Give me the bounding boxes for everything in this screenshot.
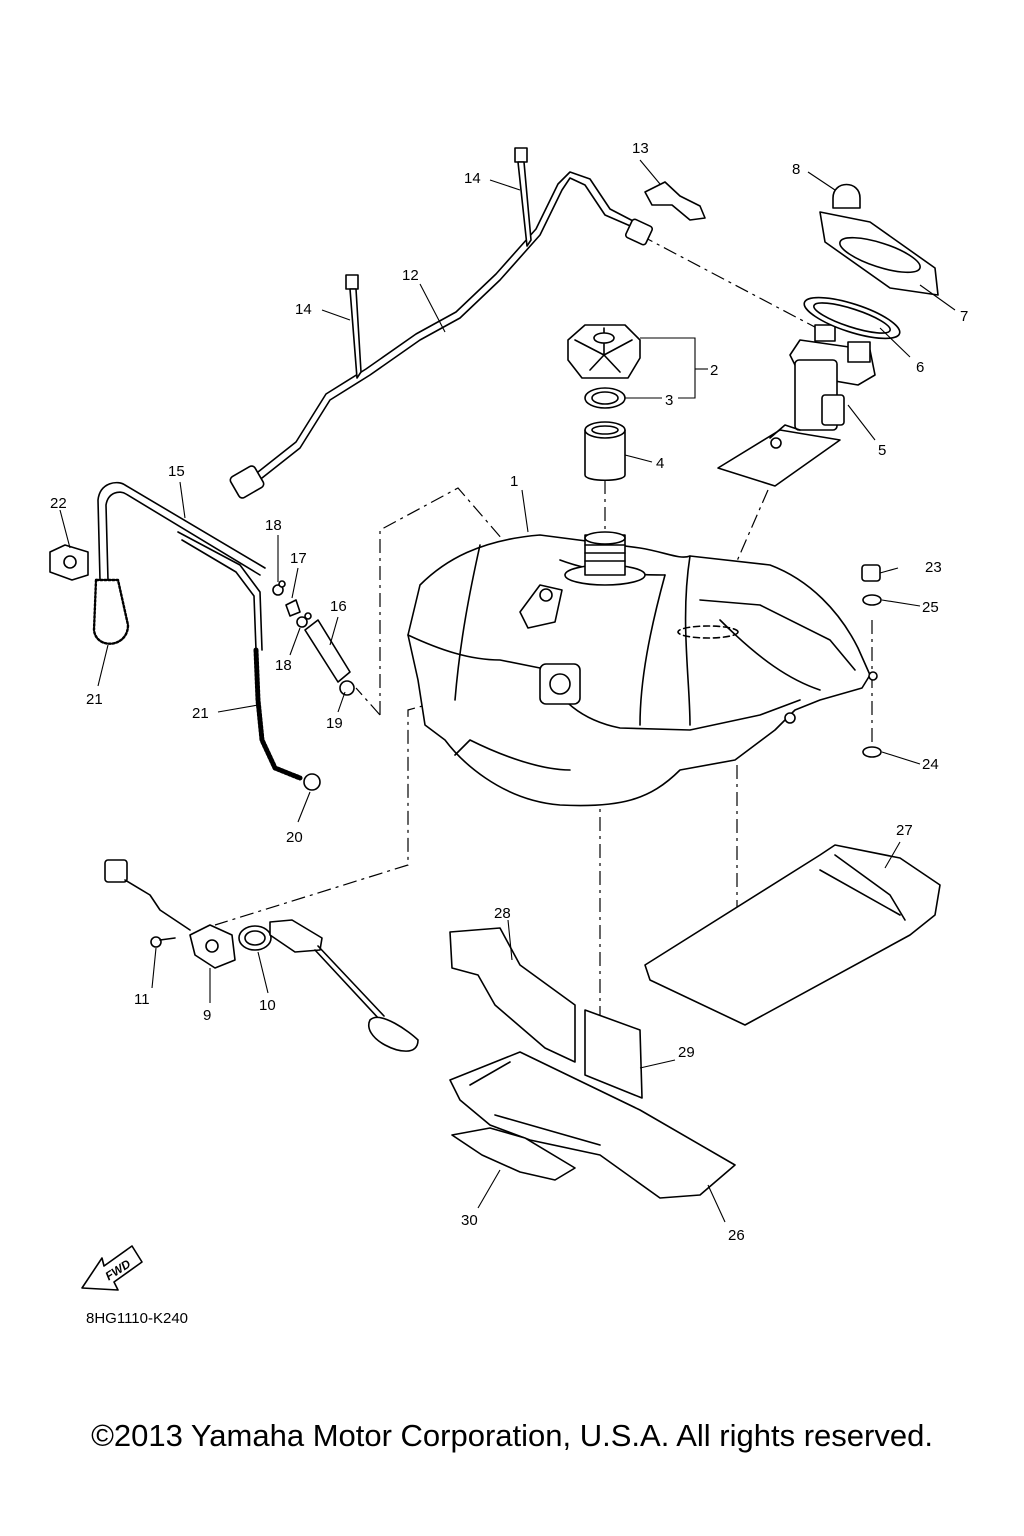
callout-23: 23 bbox=[925, 559, 942, 576]
callout-28: 28 bbox=[494, 905, 511, 922]
clamp-part-20 bbox=[303, 773, 321, 791]
cable-tie-part-14a bbox=[514, 147, 532, 247]
cap-nut-part-8 bbox=[832, 183, 861, 209]
callout-18b: 18 bbox=[275, 657, 292, 674]
callout-17: 17 bbox=[290, 550, 307, 567]
pump-gasket-part-6 bbox=[803, 296, 901, 340]
callout-30: 30 bbox=[461, 1212, 478, 1229]
drawing-code: 8HG1110-K240 bbox=[86, 1310, 189, 1327]
fwd-arrow-icon: FWD bbox=[81, 1245, 143, 1291]
shield-part-29 bbox=[584, 1009, 643, 1099]
callout-25: 25 bbox=[922, 599, 939, 616]
callout-22: 22 bbox=[50, 495, 67, 512]
pump-plate-part-7 bbox=[819, 211, 939, 296]
copyright-notice: ©2013 Yamaha Motor Corporation, U.S.A. A… bbox=[91, 1418, 933, 1453]
callout-7: 7 bbox=[960, 308, 968, 325]
clip-part-18a bbox=[272, 580, 286, 596]
fuel-hose-part-12 bbox=[229, 171, 654, 499]
gasket-part-10 bbox=[238, 925, 272, 951]
fuel-tank-part-1 bbox=[407, 531, 878, 807]
callout-5: 5 bbox=[878, 442, 886, 459]
callout-14a: 14 bbox=[464, 170, 481, 187]
callout-14b: 14 bbox=[295, 301, 312, 318]
callout-3: 3 bbox=[665, 392, 673, 409]
fuel-cap-part-2 bbox=[567, 324, 641, 379]
callout-24: 24 bbox=[922, 756, 939, 773]
callout-10: 10 bbox=[259, 997, 276, 1014]
clip-part-13 bbox=[644, 181, 706, 221]
fuel-sender-unit bbox=[269, 919, 419, 1052]
shield-part-27 bbox=[644, 844, 941, 1026]
callout-21a: 21 bbox=[86, 691, 103, 708]
shield-part-26 bbox=[449, 1051, 736, 1199]
breather-hose-part-15 bbox=[97, 481, 266, 651]
filler-tube-part-4 bbox=[584, 421, 626, 482]
assembly-lines bbox=[214, 234, 873, 1030]
callout-9: 9 bbox=[203, 1007, 211, 1024]
callout-13: 13 bbox=[632, 140, 649, 157]
clamp-part-19 bbox=[339, 680, 355, 696]
joint-part-17 bbox=[285, 599, 301, 617]
cap-gasket-part-3 bbox=[584, 387, 626, 409]
washer-part-25 bbox=[862, 594, 882, 606]
nut-part-23 bbox=[861, 564, 881, 582]
callout-16: 16 bbox=[330, 598, 347, 615]
callout-6: 6 bbox=[916, 359, 924, 376]
callout-20: 20 bbox=[286, 829, 303, 846]
callout-11: 11 bbox=[134, 991, 150, 1008]
callout-12: 12 bbox=[402, 267, 419, 284]
callout-18a: 18 bbox=[265, 517, 282, 534]
callout-19: 19 bbox=[326, 715, 343, 732]
protector-part-21b bbox=[253, 647, 303, 781]
washer-part-24 bbox=[862, 746, 882, 758]
callout-labels: 1 2 3 4 5 6 7 8 9 10 11 12 13 14 14 15 1… bbox=[50, 140, 968, 1244]
fuel-pump-part-5 bbox=[717, 324, 876, 487]
callout-29: 29 bbox=[678, 1044, 695, 1061]
cable-tie-part-14b bbox=[345, 274, 362, 379]
callout-8: 8 bbox=[792, 161, 800, 178]
clip-part-18b bbox=[296, 612, 312, 628]
callout-4: 4 bbox=[656, 455, 664, 472]
shield-part-28 bbox=[449, 927, 576, 1063]
holder-part-22 bbox=[49, 544, 89, 581]
protector-part-21a bbox=[92, 578, 130, 645]
screw-part-11 bbox=[150, 936, 176, 948]
callout-2: 2 bbox=[710, 362, 718, 379]
callout-15: 15 bbox=[168, 463, 185, 480]
callout-21b: 21 bbox=[192, 705, 209, 722]
shield-part-30 bbox=[451, 1127, 576, 1181]
sender-lead-part-9 bbox=[104, 859, 236, 969]
leader-lines bbox=[59, 159, 956, 1223]
callout-1: 1 bbox=[510, 473, 518, 490]
callout-26: 26 bbox=[728, 1227, 745, 1244]
callout-27: 27 bbox=[896, 822, 913, 839]
hose-part-16 bbox=[304, 619, 351, 683]
